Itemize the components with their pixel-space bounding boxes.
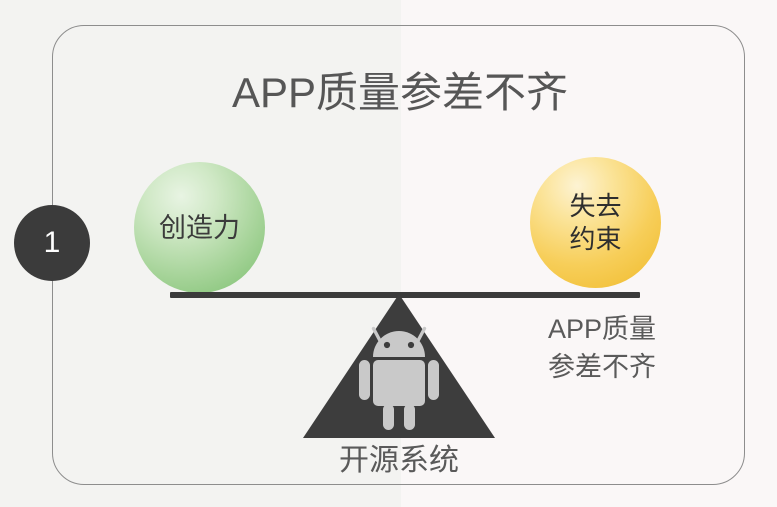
annotation-line-2: 参差不齐 xyxy=(548,352,656,382)
right-sphere-label-group: 失去 约束 xyxy=(530,157,661,288)
step-number-badge: 1 xyxy=(14,205,90,281)
android-robot-icon xyxy=(303,294,495,438)
right-sphere-label-line2: 约束 xyxy=(569,223,622,254)
balance-beam xyxy=(170,292,640,298)
slide-headline: APP质量参差不齐 xyxy=(231,69,569,116)
annotation-line-1: APP质量 xyxy=(547,314,657,344)
left-sphere-label: 创造力 xyxy=(159,212,240,243)
fulcrum-caption: 开源系统 xyxy=(339,444,459,477)
fulcrum-triangle xyxy=(303,294,495,438)
right-annotation: APP质量 参差不齐 xyxy=(512,310,692,386)
left-balance-sphere: 创造力 xyxy=(134,162,265,293)
right-balance-sphere: 失去 约束 xyxy=(530,157,661,288)
right-sphere-label-line1: 失去 xyxy=(569,190,622,221)
